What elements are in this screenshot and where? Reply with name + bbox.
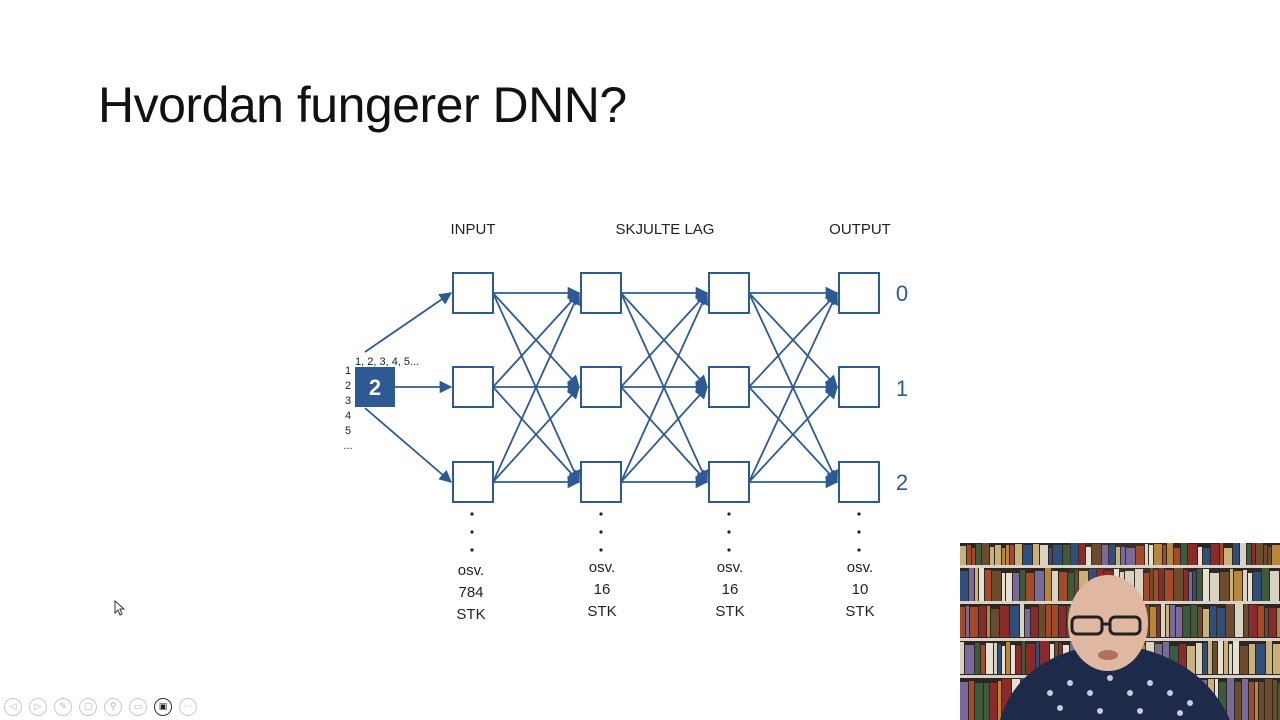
layer-count-number: 784 bbox=[458, 584, 483, 601]
ellipsis-dot bbox=[857, 548, 861, 552]
connection-arrow bbox=[492, 292, 580, 388]
previous-slide-button[interactable]: ◁ bbox=[4, 698, 22, 716]
layer-count-unit: STK bbox=[715, 603, 744, 620]
output-label-2: 2 bbox=[896, 470, 908, 495]
ellipsis-dot bbox=[599, 548, 603, 552]
subtitles-icon: ▭ bbox=[133, 702, 143, 712]
layer-count-unit: STK bbox=[456, 606, 485, 623]
more-icon: ⋯ bbox=[183, 702, 193, 712]
connection-arrow bbox=[620, 292, 708, 388]
layer-count-prefix: osv. bbox=[458, 562, 484, 579]
input-column-label: INPUT bbox=[451, 221, 496, 238]
camera-button[interactable]: ▣ bbox=[154, 698, 172, 716]
layer-count-prefix: osv. bbox=[717, 559, 743, 576]
neuron-node bbox=[452, 366, 494, 408]
output-label-1: 1 bbox=[896, 376, 908, 401]
ellipsis-dot bbox=[470, 530, 474, 534]
connection-arrow bbox=[492, 291, 581, 483]
layer-count-number: 16 bbox=[594, 581, 611, 598]
neuron-node bbox=[452, 272, 494, 314]
ellipsis-dot bbox=[599, 512, 603, 516]
subtitles-button[interactable]: ▭ bbox=[129, 698, 147, 716]
connection-arrow bbox=[748, 292, 838, 388]
row-number: 1 bbox=[345, 365, 351, 377]
layer-count-unit: STK bbox=[587, 603, 616, 620]
row-number: 2 bbox=[345, 380, 351, 392]
layer-count-number: 16 bbox=[722, 581, 739, 598]
layer-count-unit: STK bbox=[845, 603, 874, 620]
more-options-button[interactable]: ⋯ bbox=[179, 698, 197, 716]
neuron-node bbox=[580, 272, 622, 314]
pixel-sequence-label: 1, 2, 3, 4, 5... bbox=[355, 356, 419, 368]
pen-tool-button[interactable]: ✎ bbox=[54, 698, 72, 716]
neuron-node bbox=[838, 461, 880, 503]
hidden-layers-label: SKJULTE LAG bbox=[616, 221, 715, 238]
neuron-node bbox=[708, 461, 750, 503]
arrow-right-icon: ▷ bbox=[34, 702, 42, 712]
row-number: ... bbox=[343, 440, 352, 452]
presenter-video-frame bbox=[960, 543, 1280, 720]
row-number: 4 bbox=[345, 410, 351, 422]
ellipsis-dot bbox=[727, 512, 731, 516]
output-label-0: 0 bbox=[896, 281, 908, 306]
connection-arrow bbox=[620, 386, 708, 483]
next-slide-button[interactable]: ▷ bbox=[29, 698, 47, 716]
connection-arrow bbox=[492, 386, 580, 483]
ellipsis-dot bbox=[727, 548, 731, 552]
connection-arrow bbox=[748, 291, 838, 483]
row-number: 5 bbox=[345, 425, 351, 437]
slide-title: Hvordan fungerer DNN? bbox=[98, 77, 627, 133]
connection-arrow bbox=[620, 291, 709, 483]
input-arrow bbox=[364, 292, 453, 353]
input-pixel-value: 2 bbox=[369, 375, 381, 400]
webcam-video bbox=[960, 543, 1280, 720]
row-number: 3 bbox=[345, 395, 351, 407]
camera-icon: ▣ bbox=[158, 702, 168, 712]
ellipsis-dot bbox=[470, 548, 474, 552]
output-column-label: OUTPUT bbox=[829, 221, 891, 238]
ellipsis-dots bbox=[470, 512, 861, 552]
slides-icon: ▢ bbox=[83, 702, 93, 712]
neuron-node bbox=[580, 366, 622, 408]
neuron-node bbox=[838, 272, 880, 314]
neuron-node bbox=[580, 461, 622, 503]
layer-count-prefix: osv. bbox=[589, 559, 615, 576]
magnifier-icon: ⚲ bbox=[109, 702, 117, 712]
layer-count-prefix: osv. bbox=[847, 559, 873, 576]
ellipsis-dot bbox=[599, 530, 603, 534]
neuron-node bbox=[708, 366, 750, 408]
layer-count-number: 10 bbox=[852, 581, 869, 598]
pen-icon: ✎ bbox=[59, 702, 67, 712]
input-pixel-box bbox=[355, 367, 395, 407]
ellipsis-dot bbox=[857, 512, 861, 516]
neuron-node bbox=[708, 272, 750, 314]
zoom-button[interactable]: ⚲ bbox=[104, 698, 122, 716]
connections bbox=[364, 286, 839, 489]
presentation-toolbar: ◁ ▷ ✎ ▢ ⚲ ▭ ▣ ⋯ bbox=[4, 698, 197, 716]
ellipsis-dot bbox=[727, 530, 731, 534]
presenter bbox=[1000, 575, 1230, 720]
mouse-cursor-icon bbox=[114, 600, 126, 616]
arrow-left-icon: ◁ bbox=[9, 702, 17, 712]
input-arrow bbox=[364, 407, 452, 483]
neuron-node bbox=[452, 461, 494, 503]
ellipsis-dot bbox=[470, 512, 474, 516]
nodes bbox=[452, 272, 880, 503]
neuron-node bbox=[838, 366, 880, 408]
ellipsis-dot bbox=[857, 530, 861, 534]
slides-overview-button[interactable]: ▢ bbox=[79, 698, 97, 716]
connection-arrow bbox=[748, 386, 838, 483]
